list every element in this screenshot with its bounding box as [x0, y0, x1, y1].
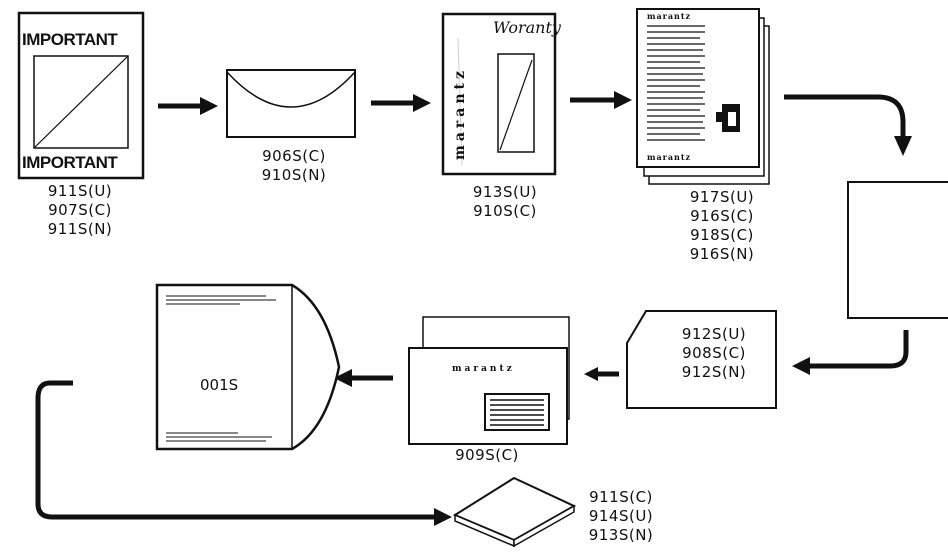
- code-label: 910S(N): [261, 166, 327, 184]
- code-label: 914S(U): [588, 507, 654, 525]
- envelope-codes: 906S(C) 910S(N): [244, 147, 344, 185]
- carton-box: [847, 181, 948, 319]
- code-label: 907S(C): [48, 201, 112, 219]
- important-bottom-text: IMPORTANT: [22, 153, 118, 172]
- arrow-manuals-to-box: [784, 94, 912, 156]
- manuals-codes: 917S(U) 916S(C) 918S(C) 916S(N): [672, 188, 772, 264]
- important-card-codes: 911S(U) 907S(C) 911S(N): [30, 182, 130, 239]
- clipped-card: [626, 310, 777, 409]
- warranty-codes: 913S(U) 910S(C): [455, 183, 555, 221]
- warranty-brand: marantz: [452, 67, 468, 160]
- manual-brand-bottom: marantz: [647, 152, 692, 162]
- arrow-warranty-to-manuals: [570, 91, 632, 109]
- code-label: 918S(C): [690, 226, 754, 244]
- code-label: 911S(U): [47, 182, 113, 200]
- code-label: 917S(U): [689, 188, 755, 206]
- bag-code: 001S: [200, 376, 239, 394]
- important-top-text: IMPORTANT: [22, 30, 118, 49]
- warranty-card: [441, 12, 557, 176]
- code-label: 916S(C): [690, 207, 754, 225]
- warranty-title: Woranty: [493, 18, 561, 37]
- code-label: 910S(C): [473, 202, 537, 220]
- code-label: 913S(U): [472, 183, 538, 201]
- code-label: 908S(C): [682, 344, 746, 362]
- manuals-stack: [636, 8, 770, 185]
- clipped-card-codes: 912S(U) 908S(C) 912S(N): [664, 325, 764, 382]
- arrow-folder-to-bag: [334, 369, 393, 387]
- arrow-card-to-folder: [584, 367, 619, 381]
- code-label: 913S(N): [588, 526, 654, 544]
- arrow-box-to-clipped-card: [792, 330, 909, 375]
- poly-bag: [155, 283, 341, 451]
- code-label: 912S(N): [681, 363, 747, 381]
- code-label: 916S(N): [689, 245, 755, 263]
- arrow-envelope-to-warranty: [371, 94, 431, 112]
- code-label: 912S(U): [681, 325, 747, 343]
- code-label: 911S(N): [47, 220, 113, 238]
- important-card: [17, 11, 145, 180]
- arrow-card-to-envelope: [158, 97, 218, 115]
- booklet: [452, 476, 577, 548]
- folder-brand: marantz: [452, 364, 515, 374]
- code-label: 911S(C): [589, 488, 653, 506]
- folder-codes: 909S(C): [432, 446, 542, 465]
- code-label: 909S(C): [455, 446, 519, 464]
- code-label: 906S(C): [262, 147, 326, 165]
- manual-brand-top: marantz: [647, 11, 692, 21]
- folder-set: [408, 316, 570, 445]
- arrow-bag-to-booklet: [35, 380, 452, 526]
- booklet-codes: 911S(C) 914S(U) 913S(N): [576, 488, 666, 545]
- envelope: [226, 69, 356, 138]
